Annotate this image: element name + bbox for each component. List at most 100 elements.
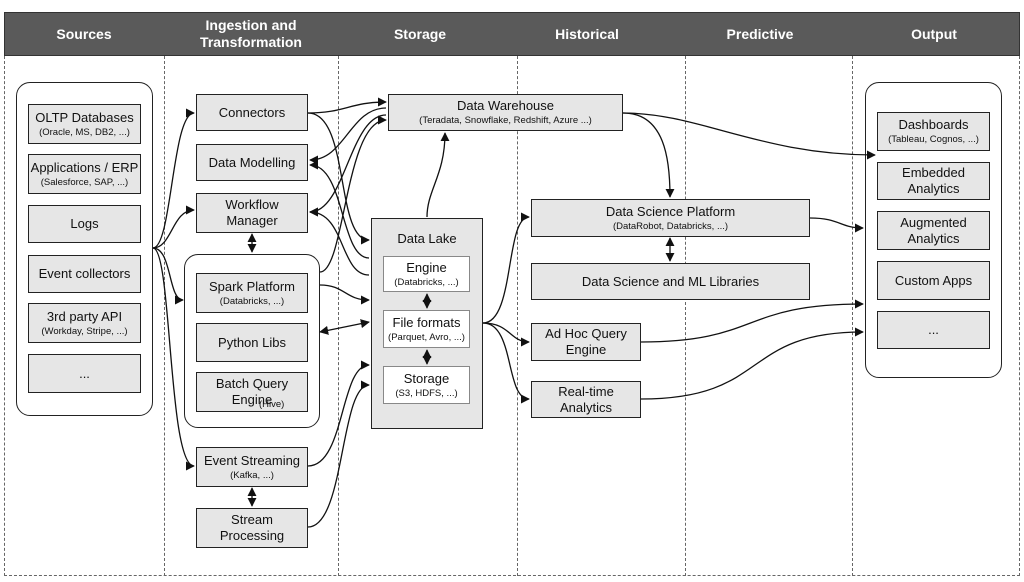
arrow-stream-processing-to-lake (307, 380, 370, 528)
box-subtitle: (S3, HDFS, ...) (395, 387, 458, 399)
box-title: Data Warehouse (456, 98, 555, 113)
output-more: ... (877, 311, 990, 349)
box-subtitle: (Oracle, MS, DB2, ...) (39, 126, 130, 138)
arrow-warehouse-to-workflow (309, 114, 387, 217)
box-subtitle: (Parquet, Avro, ...) (388, 331, 465, 343)
box-subtitle: (Databricks, ...) (394, 276, 459, 288)
box-title: Stream Processing (219, 512, 285, 543)
spark-platform-box: Spark Platform (Databricks, ...) (196, 273, 308, 313)
output-dashboards: Dashboards (Tableau, Cognos, ...) (877, 112, 990, 151)
box-title: Data Modelling (208, 154, 296, 170)
box-title: Spark Platform (209, 278, 295, 294)
arrow-warehouse-to-dashboards (622, 112, 876, 160)
box-title: OLTP Databases (35, 109, 134, 125)
arrow-connectors-to-warehouse (307, 97, 387, 114)
arrow-warehouse-to-data-modelling (309, 107, 387, 165)
box-subtitle: (Teradata, Snowflake, Redshift, Azure ..… (419, 115, 592, 126)
realtime-analytics-box: Real-time Analytics (531, 381, 641, 418)
box-title: Augmented Analytics (900, 214, 967, 246)
data-warehouse-box: Data Warehouse (Teradata, Snowflake, Red… (388, 94, 623, 131)
box-subtitle: (Salesforce, SAP, ...) (40, 176, 129, 188)
box-title: Data Science and ML Libraries (581, 273, 760, 289)
arrow-realtime-to-output (640, 327, 864, 400)
arrow-connectors-to-lake (307, 112, 370, 245)
source-logs: Logs (28, 205, 141, 243)
box-subtitle: (Hive) (259, 399, 285, 410)
arrow-python-lake (319, 319, 370, 335)
adhoc-query-engine-box: Ad Hoc Query Engine (531, 323, 641, 361)
box-title: Data Science Platform (605, 203, 736, 219)
output-augmented-analytics: Augmented Analytics (877, 211, 990, 250)
output-embedded-analytics: Embedded Analytics (877, 162, 990, 200)
box-title: Storage (403, 370, 450, 386)
box-title: Event collectors (38, 266, 131, 281)
box-title: Custom Apps (894, 272, 973, 288)
box-title: Embedded Analytics (902, 165, 965, 196)
arrow-sources-to-event-streaming (152, 247, 195, 471)
arrow-lake-to-realtime (482, 322, 530, 404)
column-divider (685, 56, 686, 576)
arrow-adhoc-to-output (640, 299, 864, 343)
box-title: Engine (406, 259, 447, 275)
arrow-lake-to-workflow (309, 207, 370, 276)
column-divider (164, 56, 165, 576)
arrow-event-streaming-to-lake (307, 360, 370, 467)
column-header-historical: Historical (555, 25, 619, 42)
box-title: Data Lake (397, 231, 457, 246)
box-title: Logs (70, 216, 99, 231)
column-header-ingestion: Ingestion and Transformation (200, 17, 302, 50)
box-title: File formats (392, 314, 461, 330)
box-title: Event Streaming (203, 452, 301, 468)
lake-file-formats-box: File formats (Parquet, Avro, ...) (383, 310, 470, 348)
box-title: Applications / ERP (30, 159, 139, 175)
box-title: Dashboards (898, 117, 969, 132)
output-custom-apps: Custom Apps (877, 261, 990, 300)
source-event-collectors: Event collectors (28, 255, 141, 293)
arrow-warehouse-to-ds-platform (622, 112, 675, 198)
arrow-sources-to-workflow (152, 205, 195, 249)
column-header-output: Output (911, 25, 957, 42)
lake-engine-box: Engine (Databricks, ...) (383, 256, 470, 292)
arrow-lake-to-adhoc (482, 322, 530, 347)
workflow-manager-box: Workflow Manager (196, 193, 308, 233)
arrow-lake-to-ds-platform (482, 212, 530, 324)
box-subtitle: (Workday, Stripe, ...) (41, 325, 128, 337)
source-applications-erp: Applications / ERP (Salesforce, SAP, ...… (28, 154, 141, 194)
source-3rd-party-api: 3rd party API (Workday, Stripe, ...) (28, 303, 141, 343)
box-title: Connectors (218, 104, 286, 120)
batch-query-engine-box: Batch Query Engine (Hive) (196, 372, 308, 412)
column-divider (852, 56, 853, 576)
ml-libraries-box: Data Science and ML Libraries (531, 263, 810, 300)
lake-storage-box: Storage (S3, HDFS, ...) (383, 366, 470, 404)
column-header-sources: Sources (56, 25, 112, 42)
column-header-predictive: Predictive (726, 25, 794, 42)
box-title: Workflow Manager (225, 197, 279, 228)
column-frame (4, 56, 1020, 576)
box-title: 3rd party API (46, 308, 123, 324)
source-oltp-databases: OLTP Databases (Oracle, MS, DB2, ...) (28, 104, 141, 144)
box-subtitle: (Kafka, ...) (230, 469, 274, 481)
event-streaming-box: Event Streaming (Kafka, ...) (196, 447, 308, 487)
column-divider (517, 56, 518, 576)
box-title: Python Libs (218, 334, 286, 350)
box-title: ... (928, 322, 939, 337)
column-divider (338, 56, 339, 576)
box-subtitle: (Tableau, Cognos, ...) (888, 134, 979, 145)
column-header-storage: Storage (393, 25, 447, 42)
arrow-sources-to-connectors (152, 108, 195, 249)
source-more: ... (28, 354, 141, 393)
connectors-box: Connectors (196, 94, 308, 131)
data-modelling-box: Data Modelling (196, 144, 308, 181)
column-header-bar (4, 12, 1020, 56)
box-title: Batch Query Engine (215, 376, 289, 407)
arrow-spark-to-lake (319, 284, 370, 305)
arrow-lake-to-data-modelling (309, 160, 370, 259)
box-title: Real-time Analytics (558, 383, 614, 415)
arrow-lake-to-warehouse (426, 132, 450, 218)
python-libs-box: Python Libs (196, 323, 308, 362)
box-subtitle: (Databricks, ...) (219, 295, 285, 307)
data-science-platform-box: Data Science Platform (DataRobot, Databr… (531, 199, 810, 237)
arrow-ds-platform-to-augmented (809, 217, 864, 233)
